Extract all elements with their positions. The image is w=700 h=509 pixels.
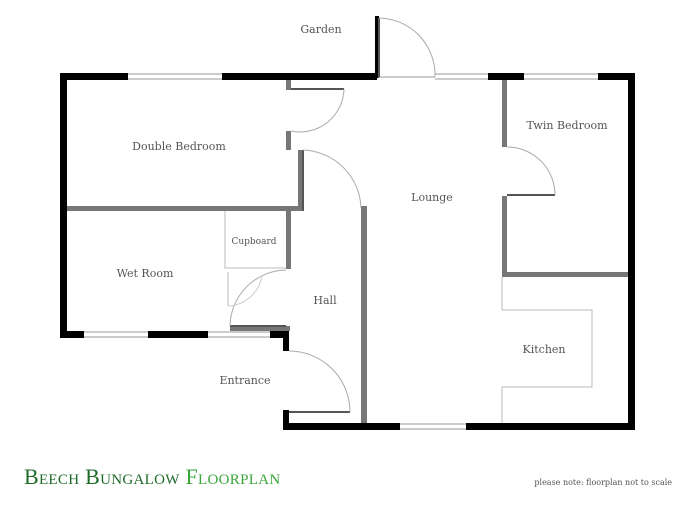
outer-wall-bottom-left-c xyxy=(270,331,284,338)
label-twin-bedroom: Twin Bedroom xyxy=(526,119,608,132)
outer-wall-bottom-a xyxy=(283,423,400,430)
wall-wetroom-hall xyxy=(230,326,290,331)
scale-footnote: please note: floorplan not to scale xyxy=(534,478,672,487)
cupboard-outline xyxy=(224,211,286,269)
outer-wall-bottom-left-a xyxy=(60,331,84,338)
floorplan-title: Beech Bungalow Floorplan xyxy=(24,464,280,490)
outer-wall-top-mid xyxy=(222,73,377,80)
wall-hall-left xyxy=(286,211,291,269)
outer-wall-top-left xyxy=(60,73,128,80)
outer-wall-top-right-b xyxy=(598,73,635,80)
label-double-bedroom: Double Bedroom xyxy=(132,140,226,153)
outer-wall-left-bottom xyxy=(60,210,67,338)
label-cupboard: Cupboard xyxy=(231,237,276,247)
inner-walls xyxy=(67,80,628,423)
title-part-2: Floorplan xyxy=(185,464,281,489)
outer-wall-left-top xyxy=(60,73,67,210)
wall-double-bedroom-right-mid xyxy=(286,131,291,150)
label-lounge: Lounge xyxy=(411,191,453,204)
garden-door-jamb xyxy=(375,16,379,78)
wall-twin-bottom xyxy=(502,272,628,277)
wall-hall-right xyxy=(361,206,367,423)
label-entrance: Entrance xyxy=(219,374,270,387)
outer-wall-bottom-b xyxy=(466,423,635,430)
outer-wall-top-right-a xyxy=(488,73,524,80)
label-hall: Hall xyxy=(313,294,337,307)
windows xyxy=(84,73,598,430)
title-part-1: Beech Bungalow xyxy=(24,464,180,489)
wall-double-bedroom-right-top xyxy=(286,80,291,90)
label-wet-room: Wet Room xyxy=(117,267,174,280)
wall-hall-left-upper xyxy=(298,150,303,211)
thin-partitions xyxy=(224,211,593,423)
outer-wall-entrance-left-a xyxy=(283,331,289,351)
kitchen-unit-outline xyxy=(501,309,593,423)
label-kitchen: Kitchen xyxy=(523,343,566,356)
wall-double-bedroom-bottom xyxy=(67,206,303,211)
outer-wall-right xyxy=(628,73,635,429)
label-garden: Garden xyxy=(300,23,341,36)
outer-wall-bottom-left-b xyxy=(148,331,208,338)
wall-twin-left-bottom xyxy=(502,196,507,276)
wall-twin-left-top xyxy=(502,80,507,147)
outer-walls xyxy=(60,16,635,430)
outer-wall-entrance-left-b xyxy=(283,410,289,429)
doors xyxy=(227,17,556,413)
